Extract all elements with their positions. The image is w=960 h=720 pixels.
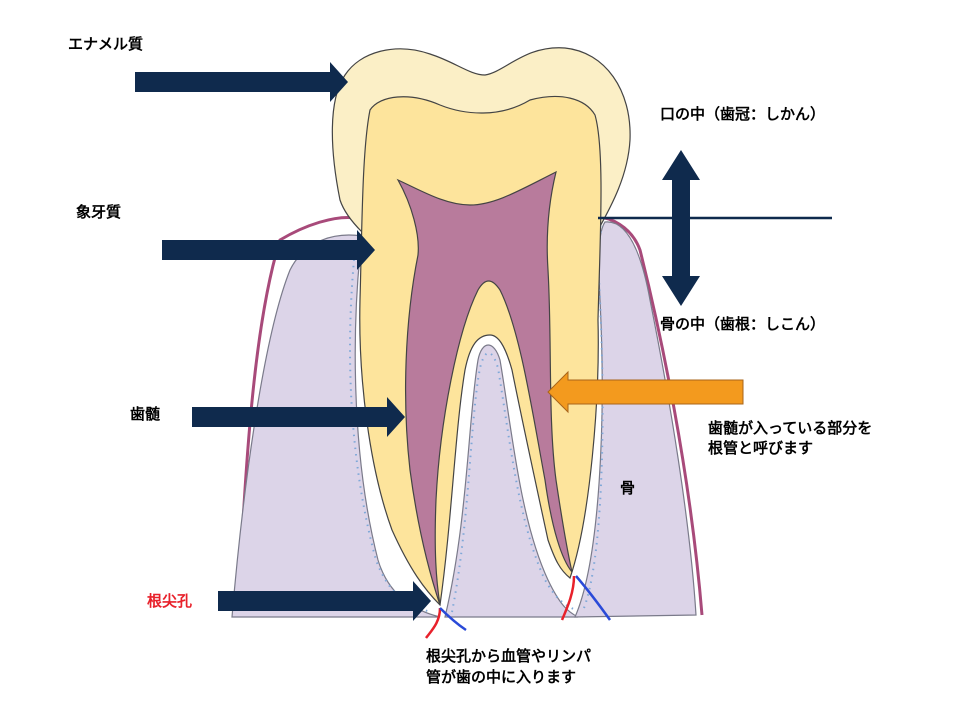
vein-left bbox=[439, 607, 467, 632]
vessels-caption-line1: 根尖孔から血管やリンパ bbox=[426, 647, 592, 665]
root-label: 骨の中（歯根：しこん） bbox=[660, 315, 826, 333]
vein-right bbox=[575, 575, 612, 621]
pulp-arrow bbox=[192, 397, 405, 437]
pulp bbox=[396, 170, 573, 606]
vessels-caption-line2: 管が歯の中に入ります bbox=[426, 668, 577, 686]
apical-foramen-label: 根尖孔 bbox=[147, 592, 193, 610]
bone-middle bbox=[444, 344, 579, 618]
artery-left bbox=[425, 607, 442, 639]
dentin-label: 象牙質 bbox=[76, 203, 122, 221]
apical-foramen-arrow bbox=[218, 581, 431, 621]
crown-label: 口の中（歯冠：しかん） bbox=[660, 105, 826, 123]
artery-right bbox=[560, 575, 576, 621]
enamel-label: エナメル質 bbox=[68, 35, 144, 53]
bone-right bbox=[574, 221, 697, 618]
dentin-arrow bbox=[162, 230, 375, 270]
root-canal-caption-line1: 歯髄が入っている部分を bbox=[708, 419, 873, 437]
bone-label: 骨 bbox=[620, 479, 636, 497]
root-canal-arrow bbox=[547, 370, 744, 414]
pulp-label: 歯髄 bbox=[130, 405, 161, 423]
root-canal-caption-line2: 根管と呼びます bbox=[708, 439, 814, 457]
crown-root-double-arrow bbox=[662, 150, 700, 306]
enamel-arrow bbox=[135, 62, 348, 102]
